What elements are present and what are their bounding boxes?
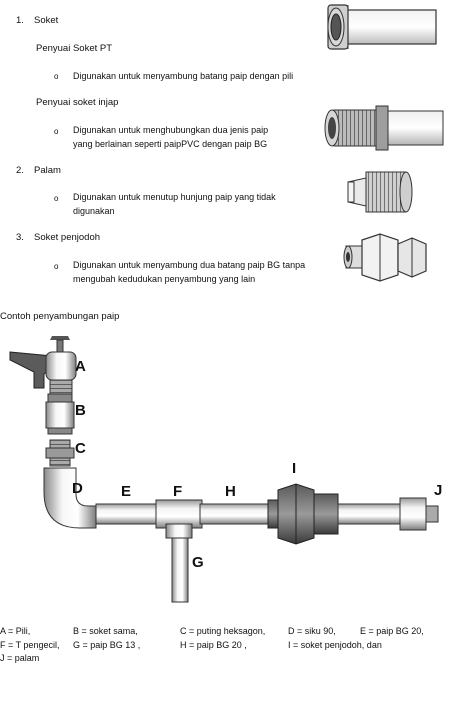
legend-e: E = paip BG 20, (360, 626, 424, 636)
label-G: G (192, 554, 204, 571)
bullet-3: o (54, 194, 59, 203)
item-1-number: 1. (16, 15, 24, 26)
tap-handle (50, 336, 70, 353)
legend-g: G = paip BG 13 , (73, 640, 141, 650)
penjodoh-desc-line2: mengubah kedudukan penyambung yang lain (73, 274, 256, 284)
item-2-number: 2. (16, 165, 24, 176)
label-C: C (75, 440, 86, 457)
soket-injap-desc-line2: yang berlainan seperti paipPVC dengan pa… (73, 139, 268, 149)
item-3-number: 3. (16, 232, 24, 243)
legend-h: H = paip BG 20 , (180, 640, 247, 650)
socket-pt-image (327, 4, 437, 50)
legend-c: C = puting heksagon, (180, 626, 266, 636)
bullet-2: o (54, 127, 59, 136)
label-D: D (72, 480, 83, 497)
pipe-connection-diagram (9, 336, 439, 603)
item-2-title: Palam (34, 165, 61, 176)
legend-b: B = soket sama, (73, 626, 138, 636)
palam-desc-line2: digunakan (73, 206, 115, 216)
item-3-title: Soket penjodoh (34, 232, 101, 243)
legend-i: I = soket penjodoh, dan (288, 640, 382, 650)
soket-injap-desc-line1: Digunakan untuk menghubungkan dua jenis … (73, 125, 269, 135)
label-A: A (75, 358, 86, 375)
label-B: B (75, 402, 86, 419)
sub-heading-soket-injap: Penyuai soket injap (36, 97, 119, 108)
legend-d: D = siku 90, (288, 626, 336, 636)
soket-penjodoh-image (343, 233, 427, 282)
palam-image (347, 171, 413, 213)
label-E: E (121, 483, 132, 500)
palam-desc-line1: Digunakan untuk menutup hunjung paip yan… (73, 192, 276, 202)
legend-a: A = Pili, (0, 626, 31, 636)
bullet-1: o (54, 72, 59, 81)
label-F: F (173, 483, 183, 500)
bullet-4: o (54, 262, 59, 271)
label-J: J (434, 482, 443, 499)
label-H: H (225, 483, 236, 500)
sub-heading-soket-pt: Penyuai Soket PT (36, 43, 113, 54)
legend-j: J = palam (0, 653, 40, 663)
example-title: Contoh penyambungan paip (0, 311, 120, 322)
item-1-title: Soket (34, 15, 59, 26)
label-I: I (292, 460, 297, 477)
penjodoh-desc-line1: Digunakan untuk menyambung dua batang pa… (73, 260, 306, 270)
legend-f: F = T pengecil, (0, 640, 60, 650)
socket-injap-image (324, 105, 444, 151)
soket-pt-desc: Digunakan untuk menyambung batang paip d… (73, 71, 294, 81)
